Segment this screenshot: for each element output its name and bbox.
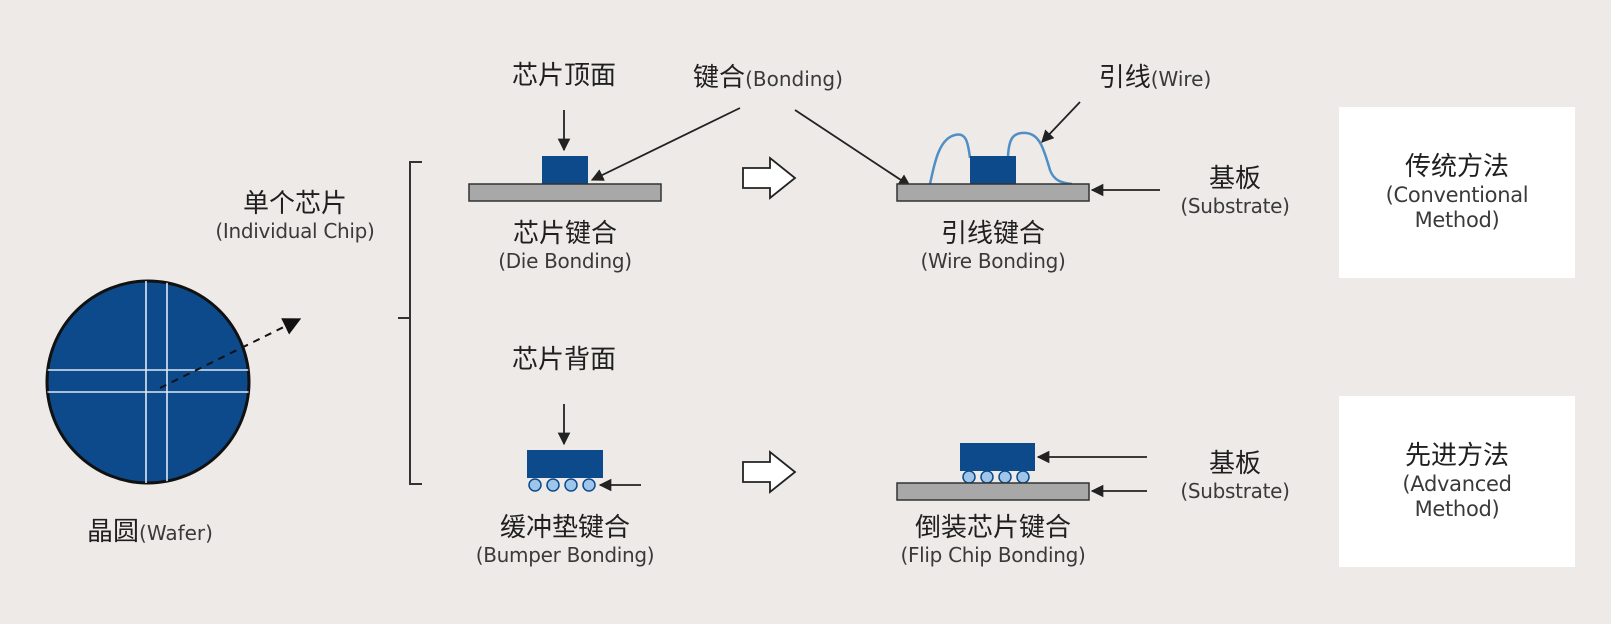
bumper-bonding-label: 缓冲垫键合 (Bumper Bonding)	[475, 513, 655, 567]
advanced-zh: 先进方法	[1404, 440, 1509, 471]
chip-back-label: 芯片背面	[511, 345, 616, 375]
bumper-bumps	[528, 478, 596, 492]
flip-chip-bonding-label: 倒装芯片键合 (Flip Chip Bonding)	[900, 513, 1086, 567]
wire-left	[928, 133, 972, 185]
die-bonding-figure	[468, 107, 912, 202]
advanced-en-2: Method)	[1414, 497, 1500, 522]
wire-label-arrow	[1041, 101, 1081, 143]
substrate-label-bottom: 基板 (Substrate)	[1180, 449, 1290, 503]
advanced-en-1: (Advanced	[1402, 471, 1512, 496]
conventional-zh: 传统方法	[1404, 151, 1509, 182]
bonding-arrow-left	[590, 107, 741, 181]
wafer-label: 晶圆(Wafer)	[87, 517, 213, 547]
bonding-label: 键合(Bonding)	[693, 63, 843, 93]
bracket	[398, 161, 422, 485]
wire-right	[1006, 131, 1073, 186]
conventional-method-box: 传统方法 (Conventional Method)	[1339, 107, 1575, 278]
individual-chip-label: 单个芯片 (Individual Chip)	[215, 189, 375, 243]
flip-bumps	[962, 470, 1030, 484]
die-chip	[542, 156, 588, 184]
conventional-en-2: Method)	[1414, 208, 1500, 233]
process-arrow-top	[742, 156, 797, 200]
flip-chip	[960, 443, 1035, 471]
wire-substrate	[896, 183, 1090, 202]
die-bonding-label: 芯片键合 (Die Bonding)	[498, 219, 632, 273]
substrate-label-top: 基板 (Substrate)	[1180, 164, 1290, 218]
flip-chip-figure	[896, 443, 1147, 501]
bumper-chip	[527, 450, 603, 478]
chip-top-label: 芯片顶面	[511, 61, 616, 91]
bonding-arrow-right	[794, 109, 912, 187]
wire-bonding-figure	[896, 101, 1160, 202]
advanced-method-box: 先进方法 (Advanced Method)	[1339, 396, 1575, 567]
wire-label: 引线(Wire)	[1098, 63, 1212, 93]
wire-chip	[970, 156, 1016, 184]
conventional-en-1: (Conventional	[1385, 182, 1529, 207]
wafer-disc	[45, 279, 251, 485]
die-substrate	[468, 183, 662, 202]
wire-bonding-label: 引线键合 (Wire Bonding)	[920, 219, 1066, 273]
flip-substrate	[896, 482, 1090, 501]
bumper-bonding-figure	[527, 404, 641, 492]
process-arrow-bottom	[742, 450, 797, 494]
wafer-scribe-lines	[47, 281, 249, 483]
wafer	[45, 279, 302, 485]
